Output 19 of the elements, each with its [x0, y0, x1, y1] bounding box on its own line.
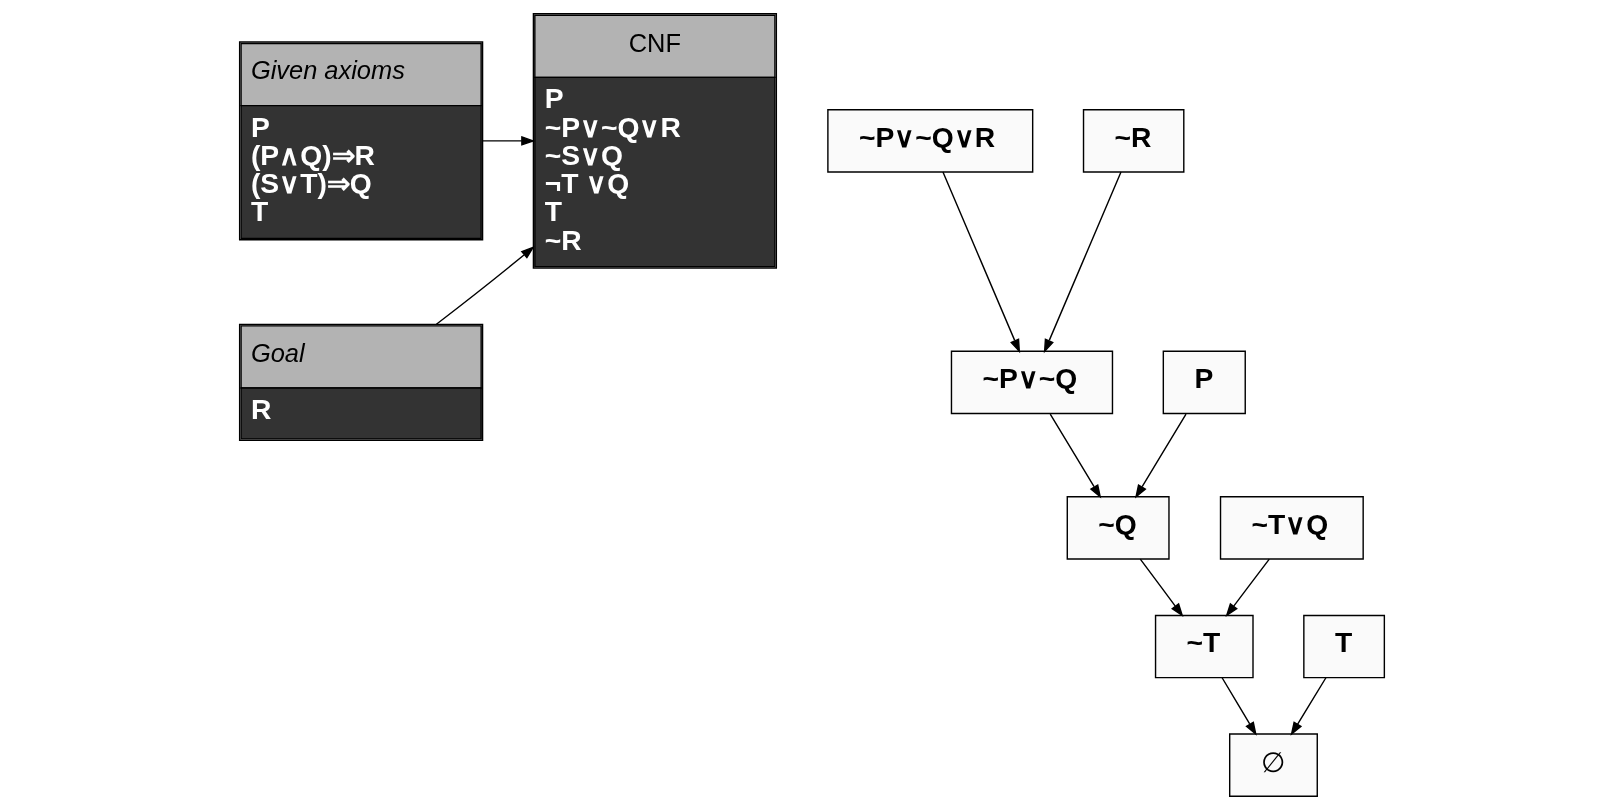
- node-box: ~P∨~Q∨R: [826, 109, 1033, 173]
- node-box: ~P∨~Q: [950, 350, 1113, 415]
- node-box: ∅: [1228, 733, 1318, 797]
- arrow: [481, 135, 535, 146]
- node-box: T: [1302, 614, 1385, 679]
- arrow: [941, 171, 1020, 354]
- node-box: P: [1162, 350, 1246, 415]
- arrow: [435, 246, 535, 325]
- arrow: [1134, 413, 1187, 499]
- node-box: ~T: [1154, 614, 1254, 679]
- arrow: [1043, 171, 1122, 354]
- node-box: ~Q: [1066, 496, 1170, 560]
- node-box: ~R: [1082, 109, 1184, 173]
- arrow: [1049, 413, 1101, 499]
- arrow: [1290, 677, 1327, 736]
- arrow: [1139, 558, 1183, 618]
- node-box: ~T∨Q: [1219, 496, 1364, 560]
- arrow: [1220, 677, 1257, 736]
- arrow: [1224, 558, 1270, 618]
